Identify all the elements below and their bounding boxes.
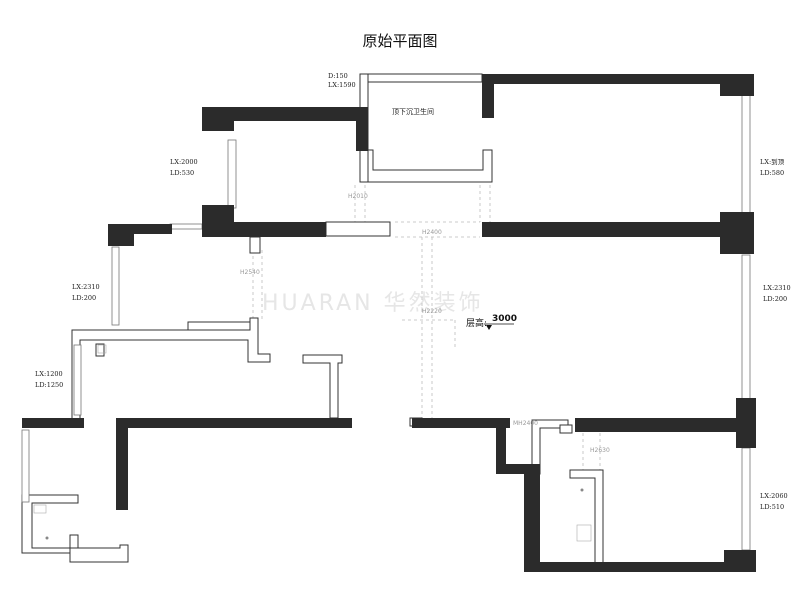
height-h2010: H2010 — [348, 193, 368, 200]
plan-title: 原始平面图 — [362, 32, 438, 50]
label-left-upper-ld: LD:530 — [170, 169, 194, 177]
label-left-low-lx: LX:1200 — [35, 370, 63, 378]
label-right-mid-ld: LD:200 — [763, 295, 787, 303]
label-right-top-lx: LX:到顶 — [760, 158, 785, 166]
label-right-low-ld: LD:510 — [760, 503, 784, 511]
height-h2220: H2220 — [422, 308, 442, 315]
windows — [21, 94, 751, 551]
ceiling-arrow-icon — [486, 325, 492, 330]
label-top-lx: LX:1590 — [328, 81, 356, 89]
ceiling-height-marker: 层高: 3000 — [466, 314, 517, 330]
label-right-low-lx: LX:2060 — [760, 492, 788, 500]
ceiling-label: 层高: — [466, 317, 487, 329]
label-left-mid-lx: LX:2310 — [72, 283, 100, 291]
room-note: 顶下沉卫生间 — [392, 107, 434, 116]
height-h2540: H2540 — [240, 269, 260, 276]
ceiling-value: 3000 — [492, 314, 517, 324]
label-top-d: D:150 — [328, 72, 348, 80]
height-mh2400: MH2400 — [513, 420, 538, 427]
height-h2630: H2630 — [590, 447, 610, 454]
label-right-mid-lx: LX:2310 — [763, 284, 791, 292]
fixture-symbols — [33, 344, 592, 542]
watermark: HUARAN 华然装饰 — [262, 291, 484, 316]
window-labels: D:150 LX:1590 LX:2000 LD:530 LX:2310 LD:… — [35, 72, 791, 511]
height-labels: H2010 H2400 H2540 H2220 MH2400 H2630 — [240, 193, 610, 454]
structural-walls — [22, 74, 756, 572]
label-left-upper-lx: LX:2000 — [170, 158, 198, 166]
height-h2400: H2400 — [422, 229, 442, 236]
label-left-low-ld: LD:1250 — [35, 381, 63, 389]
label-right-top-ld: LD:580 — [760, 169, 784, 177]
dashed-guides — [252, 185, 601, 470]
label-left-mid-ld: LD:200 — [72, 294, 96, 302]
